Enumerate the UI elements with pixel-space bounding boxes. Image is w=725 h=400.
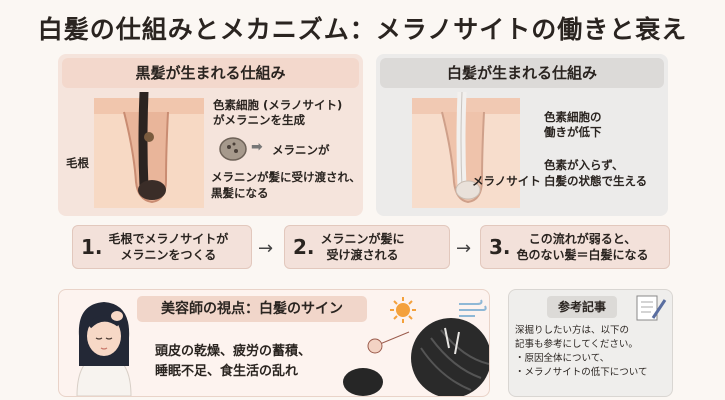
step-1: 1. 毛根でメラノサイトが メラニンをつくる [72,225,252,269]
sign-line-1: 頭皮の乾燥、疲労の蓄積、 [155,344,312,359]
black-hair-follicle-illustration [94,92,204,208]
step-3-number: 3. [489,235,511,259]
step-3-line2: 色のない髪＝白髪になる [516,248,649,262]
decline-label-1: 色素細胞の [544,110,602,124]
melanocyte-label-2: がメラニンを生成 [213,113,305,127]
step-2-line1: メラニンが髪に [320,232,405,246]
wind-icon [459,299,487,317]
step-2: 2. メラニンが髪に 受け渡される [284,225,450,269]
step-1-line1: 毛根でメラノサイトが [108,232,229,246]
reference-item-2[interactable]: ・メラノサイトの低下について [515,367,648,378]
hair-root-label: 毛根 [66,156,89,170]
step-1-line2: メラニンをつくる [120,248,217,262]
melanocyte-right-label: メラノサイト [472,174,541,188]
melanin-arrow: ➡ [251,139,263,155]
reference-item-1[interactable]: ・原因全体について、 [515,353,610,364]
scalp-closeup-illustration [343,318,489,396]
step-2-line2: 受け渡される [326,248,399,262]
white-hair-heading: 白髪が生まれる仕組み [380,58,664,88]
woman-illustration [76,302,132,396]
melanin-cell-icon [219,137,247,161]
black-hair-heading: 黒髪が生まれる仕組み [62,58,359,88]
reference-line-1: 深掘りしたい方は、以下の [515,325,630,336]
step-3: 3. この流れが弱ると、 色のない髪＝白髪になる [480,225,670,269]
transfer-label-1: メラニンが髪に受け渡され、 [211,170,361,184]
step-3-line1: この流れが弱ると、 [528,232,637,246]
step-2-number: 2. [293,235,315,259]
document-pen-icon [636,295,667,321]
stylist-view-heading: 美容師の視点：白髪のサイン [137,296,367,322]
step-1-number: 1. [81,235,103,259]
result-label-1: 色素が入らず、 [544,158,624,172]
melanin-label: メラニンが [272,143,330,157]
step-arrow-1: → [258,238,274,259]
reference-heading: 参考記事 [547,296,617,318]
reference-line-2: 記事も参考にしてください。 [515,339,638,350]
stylist-view-panel: 美容師の視点：白髪のサイン 頭皮の乾燥、疲労の蓄積、 睡眠不足、食生活の乱れ [58,289,490,397]
result-label-2: 白髪の状態で生える [544,174,648,188]
reference-panel: 参考記事 深掘りしたい方は、以下の 記事も参考にしてください。 ・原因全体につい… [508,289,673,397]
page-title: 白髪の仕組みとメカニズム：メラノサイトの働きと衰え [37,15,688,44]
decline-label-2: 働きが低下 [544,125,602,139]
step-arrow-2: → [456,238,472,259]
melanocyte-label-1: 色素細胞 (メラノサイト) [213,98,343,112]
sign-line-2: 睡眠不足、食生活の乱れ [155,364,299,379]
white-hair-follicle-illustration [412,92,520,208]
sun-icon [390,297,416,323]
transfer-label-2: 黒髪になる [211,186,269,200]
